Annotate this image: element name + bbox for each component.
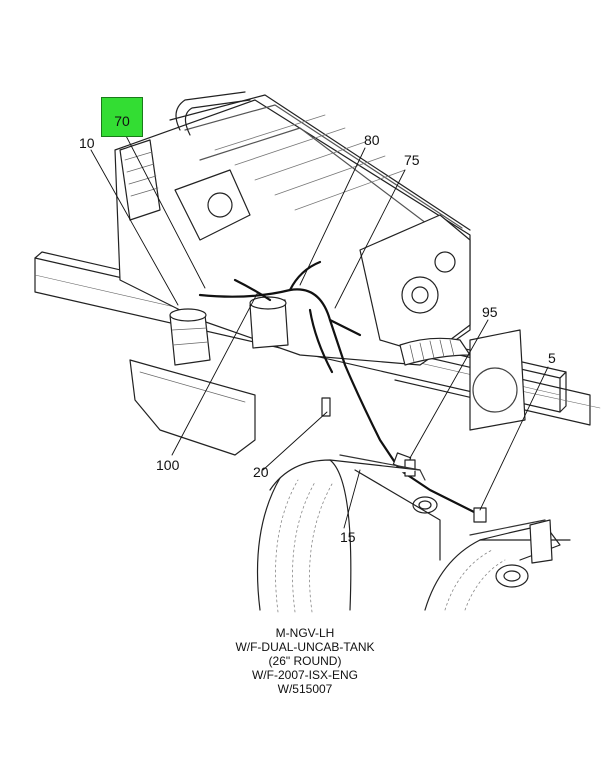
- callout-100[interactable]: 100: [156, 457, 180, 473]
- callout-70-highlighted[interactable]: 70: [101, 97, 143, 137]
- callout-20[interactable]: 20: [253, 464, 269, 480]
- callout-95[interactable]: 95: [482, 304, 498, 320]
- oil-filter: [249, 296, 289, 349]
- caption-line-5: W/515007: [277, 682, 333, 696]
- fuel-tank-right: [424, 519, 571, 611]
- caption-line-1: M-NGV-LH: [275, 626, 335, 640]
- callout-5[interactable]: 5: [548, 350, 556, 366]
- engine-block: [114, 91, 526, 431]
- oil-pan: [129, 359, 256, 456]
- leader-lines: [90, 131, 549, 529]
- fuel-filter: [169, 308, 211, 366]
- wiring-harness: [198, 260, 482, 517]
- fuel-tank-left: [256, 459, 441, 613]
- diagram-caption: M-NGV-LH W/F-DUAL-UNCAB-TANK (26" ROUND)…: [0, 626, 610, 696]
- callout-80[interactable]: 80: [364, 132, 380, 148]
- caption-line-4: W/F-2007-ISX-ENG: [251, 668, 359, 682]
- callout-10[interactable]: 10: [79, 135, 95, 151]
- caption-line-3: (26" ROUND): [268, 654, 342, 668]
- caption-line-2: W/F-DUAL-UNCAB-TANK: [235, 640, 375, 654]
- tank-straps: [339, 454, 546, 536]
- callout-75[interactable]: 75: [404, 152, 420, 168]
- callout-15[interactable]: 15: [340, 529, 356, 545]
